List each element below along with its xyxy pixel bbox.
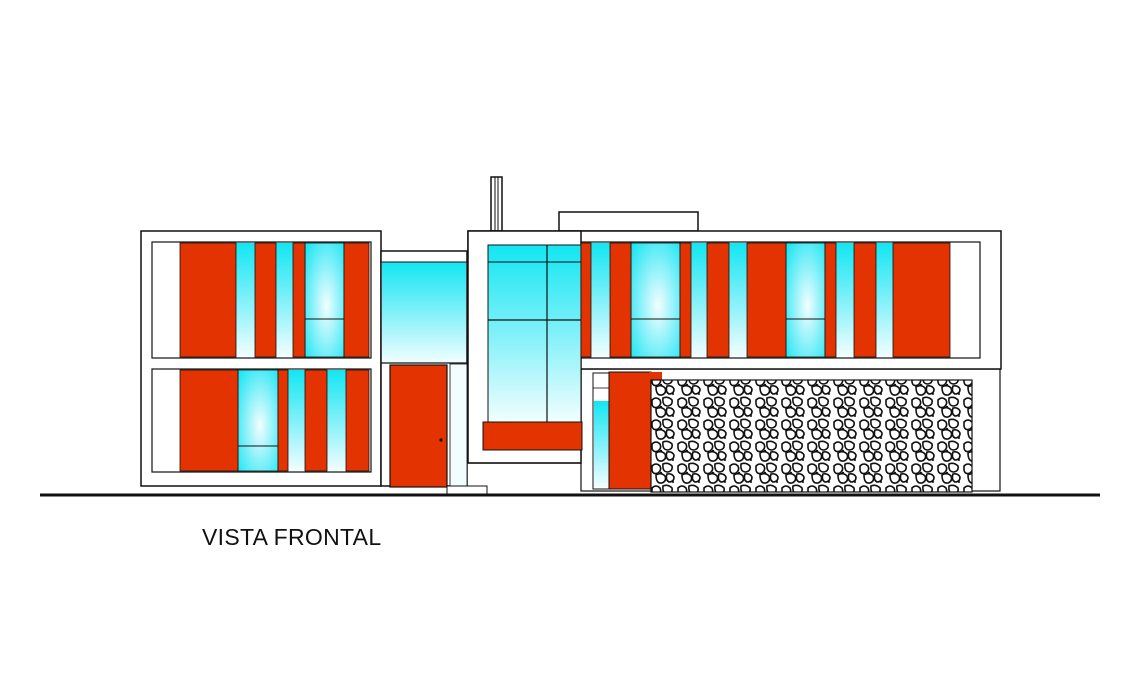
glass-panel — [836, 243, 854, 357]
red-shutter — [609, 242, 632, 358]
left-block — [140, 230, 382, 487]
red-shutter — [706, 242, 730, 358]
door-handle — [439, 438, 443, 442]
glass-panel — [785, 242, 826, 358]
red-shutter — [649, 372, 662, 380]
drawing-caption: VISTA FRONTAL — [202, 524, 382, 550]
glass-panel — [876, 243, 893, 357]
glass-panel — [304, 242, 345, 358]
glass-panel — [591, 243, 610, 357]
entry-volume — [380, 250, 488, 495]
glass-panel — [487, 244, 582, 423]
glass-panel — [327, 370, 346, 471]
glass-panel — [288, 370, 305, 471]
glass-panel — [276, 243, 293, 357]
red-shutter — [608, 371, 652, 490]
red-shutter — [482, 421, 583, 451]
stone-wall-texture — [650, 379, 973, 493]
glass-panel — [594, 401, 609, 487]
glass-panel — [237, 369, 279, 472]
red-shutter — [746, 242, 787, 358]
red-shutter — [179, 242, 237, 358]
glass-panel — [382, 262, 466, 363]
red-shutter — [277, 369, 289, 472]
red-shutter — [892, 242, 951, 358]
red-shutter — [580, 242, 592, 358]
red-shutter — [304, 369, 328, 472]
right-block — [467, 230, 1002, 493]
red-shutter — [824, 242, 837, 358]
red-shutter — [679, 242, 692, 358]
red-shutter — [292, 242, 306, 358]
red-shutter — [345, 369, 370, 472]
red-shutter — [853, 242, 877, 358]
red-shutter — [179, 369, 239, 472]
entry-door — [389, 364, 448, 488]
roof-parapet — [558, 211, 699, 232]
glass-panel — [691, 243, 707, 357]
glass-panel — [236, 243, 255, 357]
red-shutter — [343, 242, 370, 358]
glass-panel — [729, 243, 747, 357]
glass-panel — [630, 242, 681, 358]
red-shutter — [254, 242, 277, 358]
chimney — [490, 176, 503, 232]
